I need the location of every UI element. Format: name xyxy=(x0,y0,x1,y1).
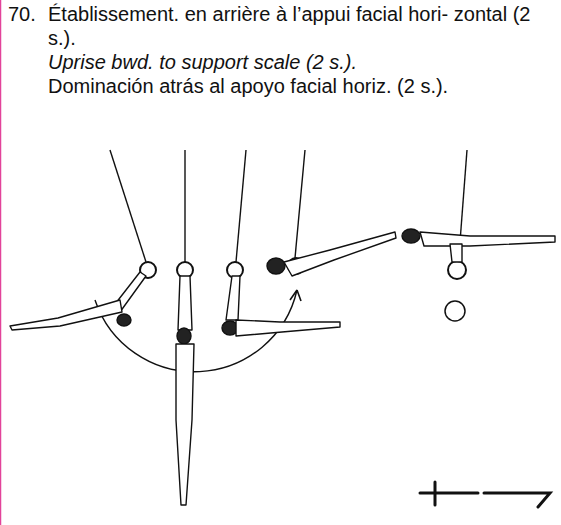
ring-cables xyxy=(110,150,467,262)
difficulty-symbol xyxy=(420,482,550,507)
french-description: Établissement. en arrière à l’appui faci… xyxy=(48,2,553,50)
english-description: Uprise bwd. to support scale (2 s.). xyxy=(48,50,553,74)
page-edge xyxy=(0,0,1,525)
arrow-head xyxy=(290,290,301,301)
spanish-description: Dominación atrás al apoyo facial horiz. … xyxy=(48,74,553,98)
element-number: 70. xyxy=(8,2,48,26)
gymnast-figures xyxy=(10,229,555,505)
